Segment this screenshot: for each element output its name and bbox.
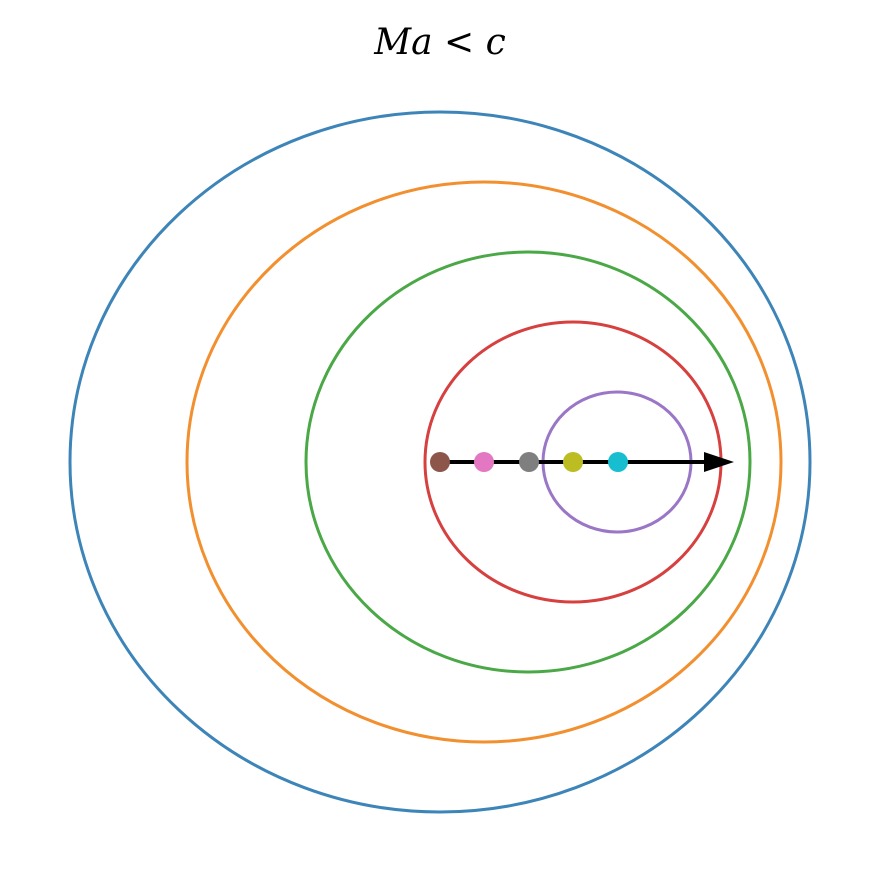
- source-point-2: [474, 452, 494, 472]
- velocity-arrow-head: [704, 452, 734, 472]
- source-point-3: [519, 452, 539, 472]
- wavefront-2: [185, 180, 783, 744]
- diagram-title: Ma < c: [374, 22, 506, 63]
- source-point-1: [430, 452, 450, 472]
- source-point-4: [563, 452, 583, 472]
- wavefront-1: [68, 110, 812, 814]
- source-point-5: [608, 452, 628, 472]
- wavefront-3: [304, 250, 752, 674]
